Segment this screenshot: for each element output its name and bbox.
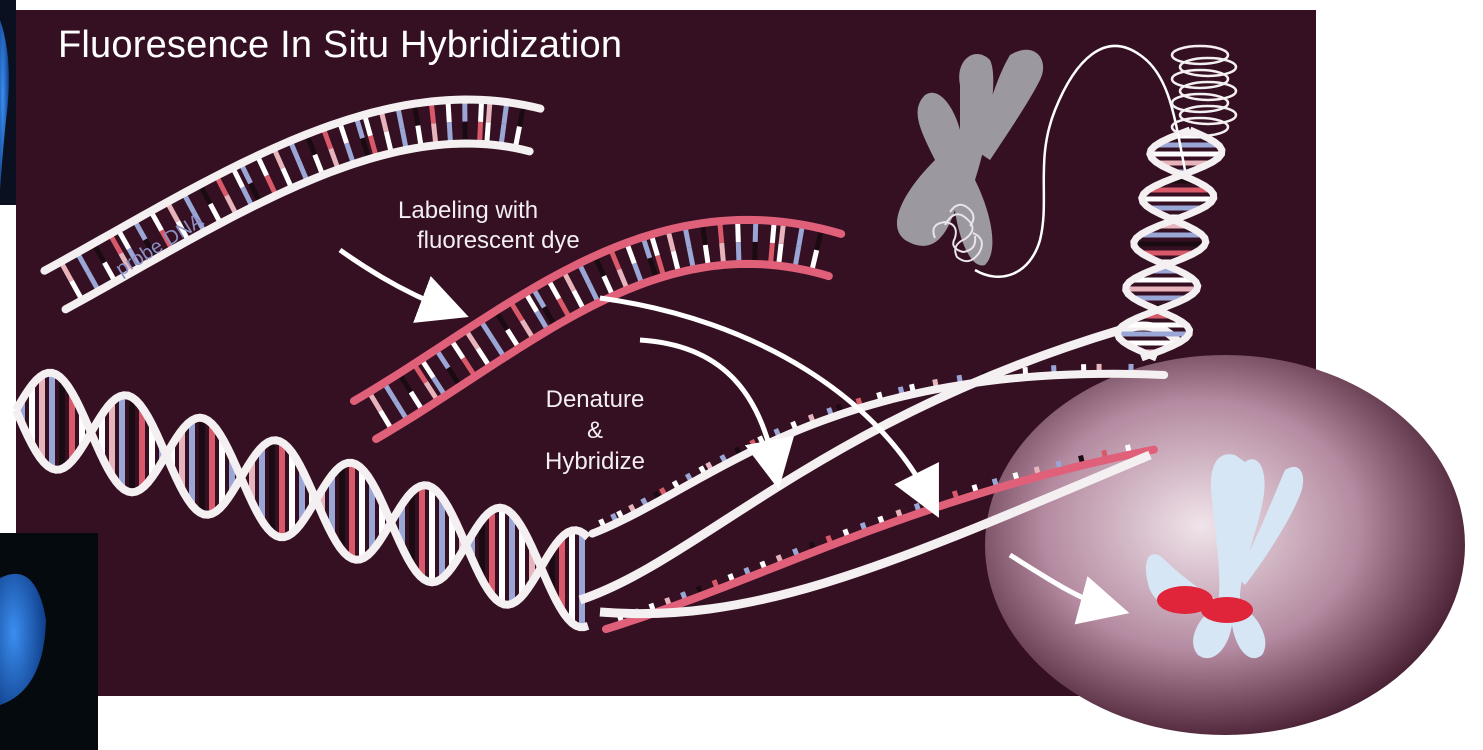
denature-label: Denature & Hybridize	[520, 384, 670, 477]
micrograph-bottom	[0, 533, 98, 750]
denature-line-1: Denature	[520, 384, 670, 415]
diagram-title: Fluoresence In Situ Hybridization	[58, 24, 622, 67]
labeling-line-1: Labeling with	[398, 196, 580, 226]
labeling-line-2: fluorescent dye	[398, 226, 580, 256]
denature-line-2: &	[520, 415, 670, 446]
denature-line-3: Hybridize	[520, 446, 670, 477]
labeling-label: Labeling with fluorescent dye	[398, 196, 580, 256]
micrograph-top	[0, 0, 16, 205]
fish-signal-right	[1201, 597, 1253, 623]
